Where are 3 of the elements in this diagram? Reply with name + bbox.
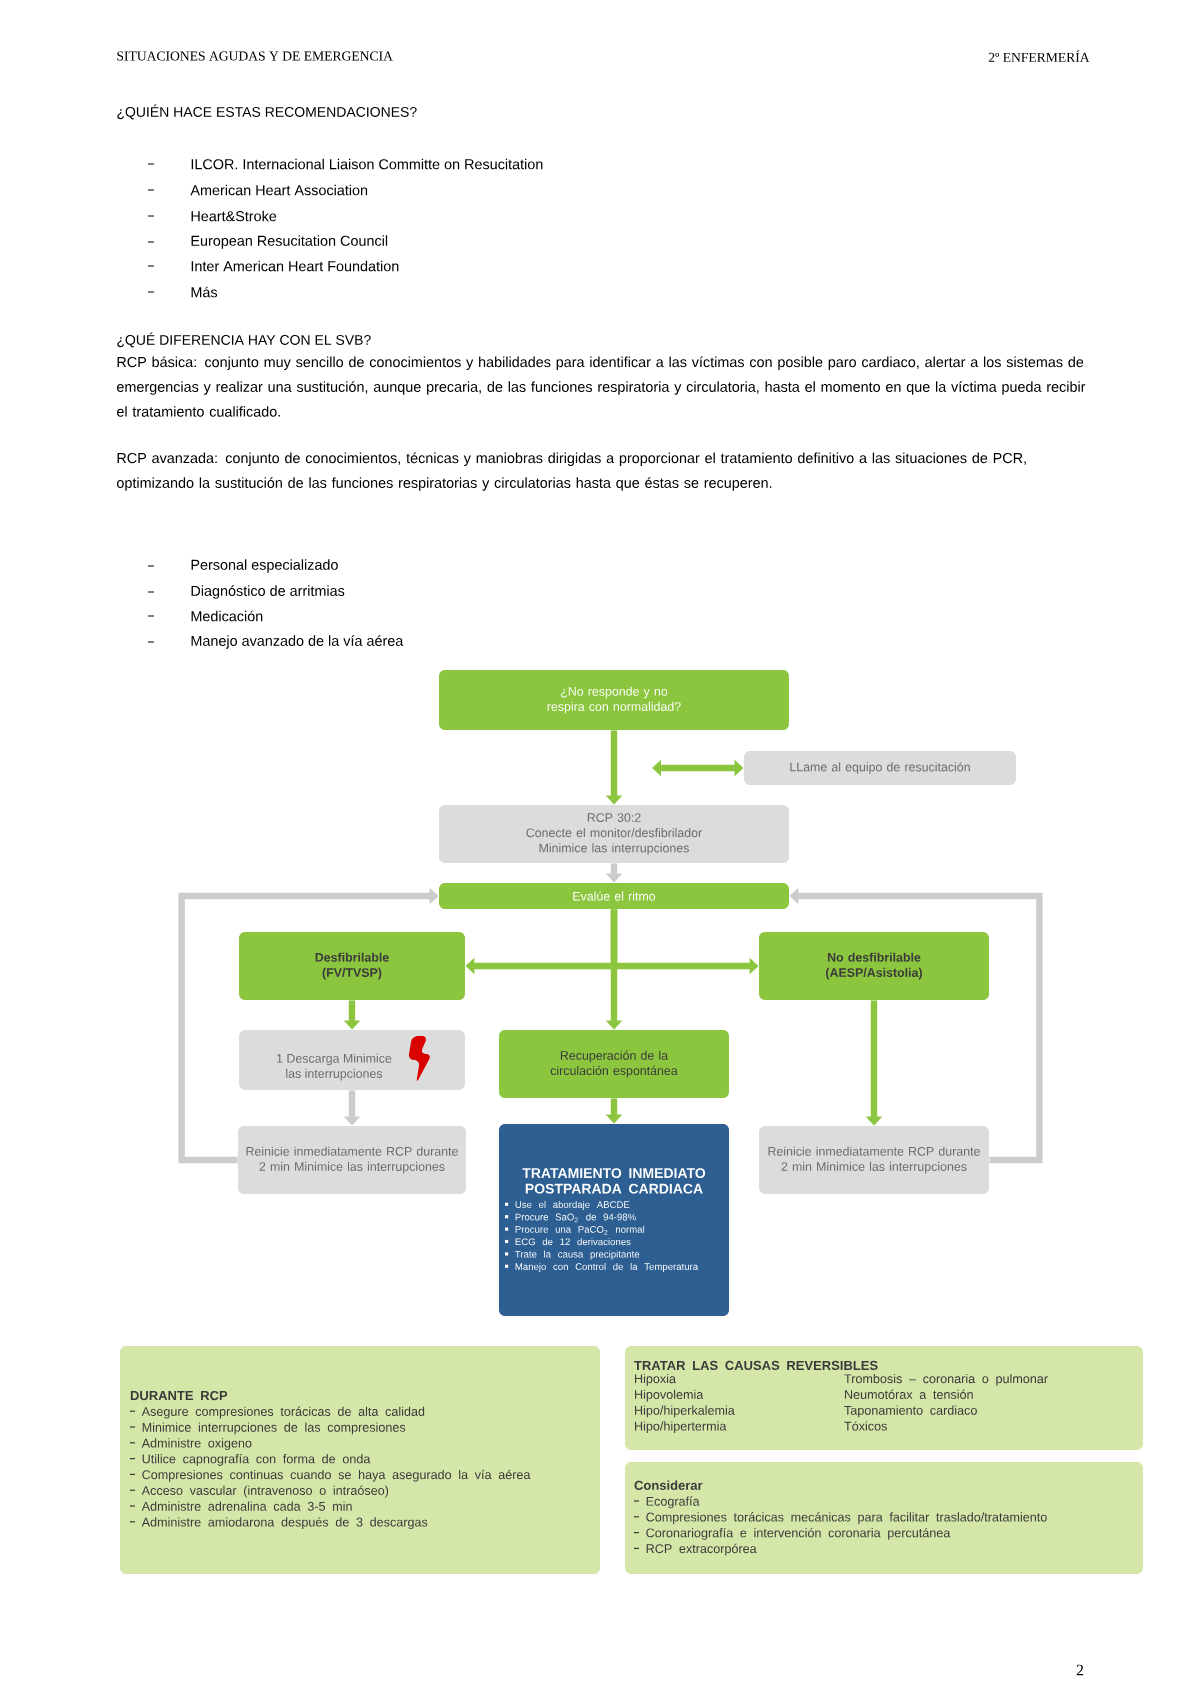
arrow	[178, 887, 439, 1164]
page-number: 2	[1076, 1664, 1084, 1676]
arrow	[652, 759, 744, 777]
